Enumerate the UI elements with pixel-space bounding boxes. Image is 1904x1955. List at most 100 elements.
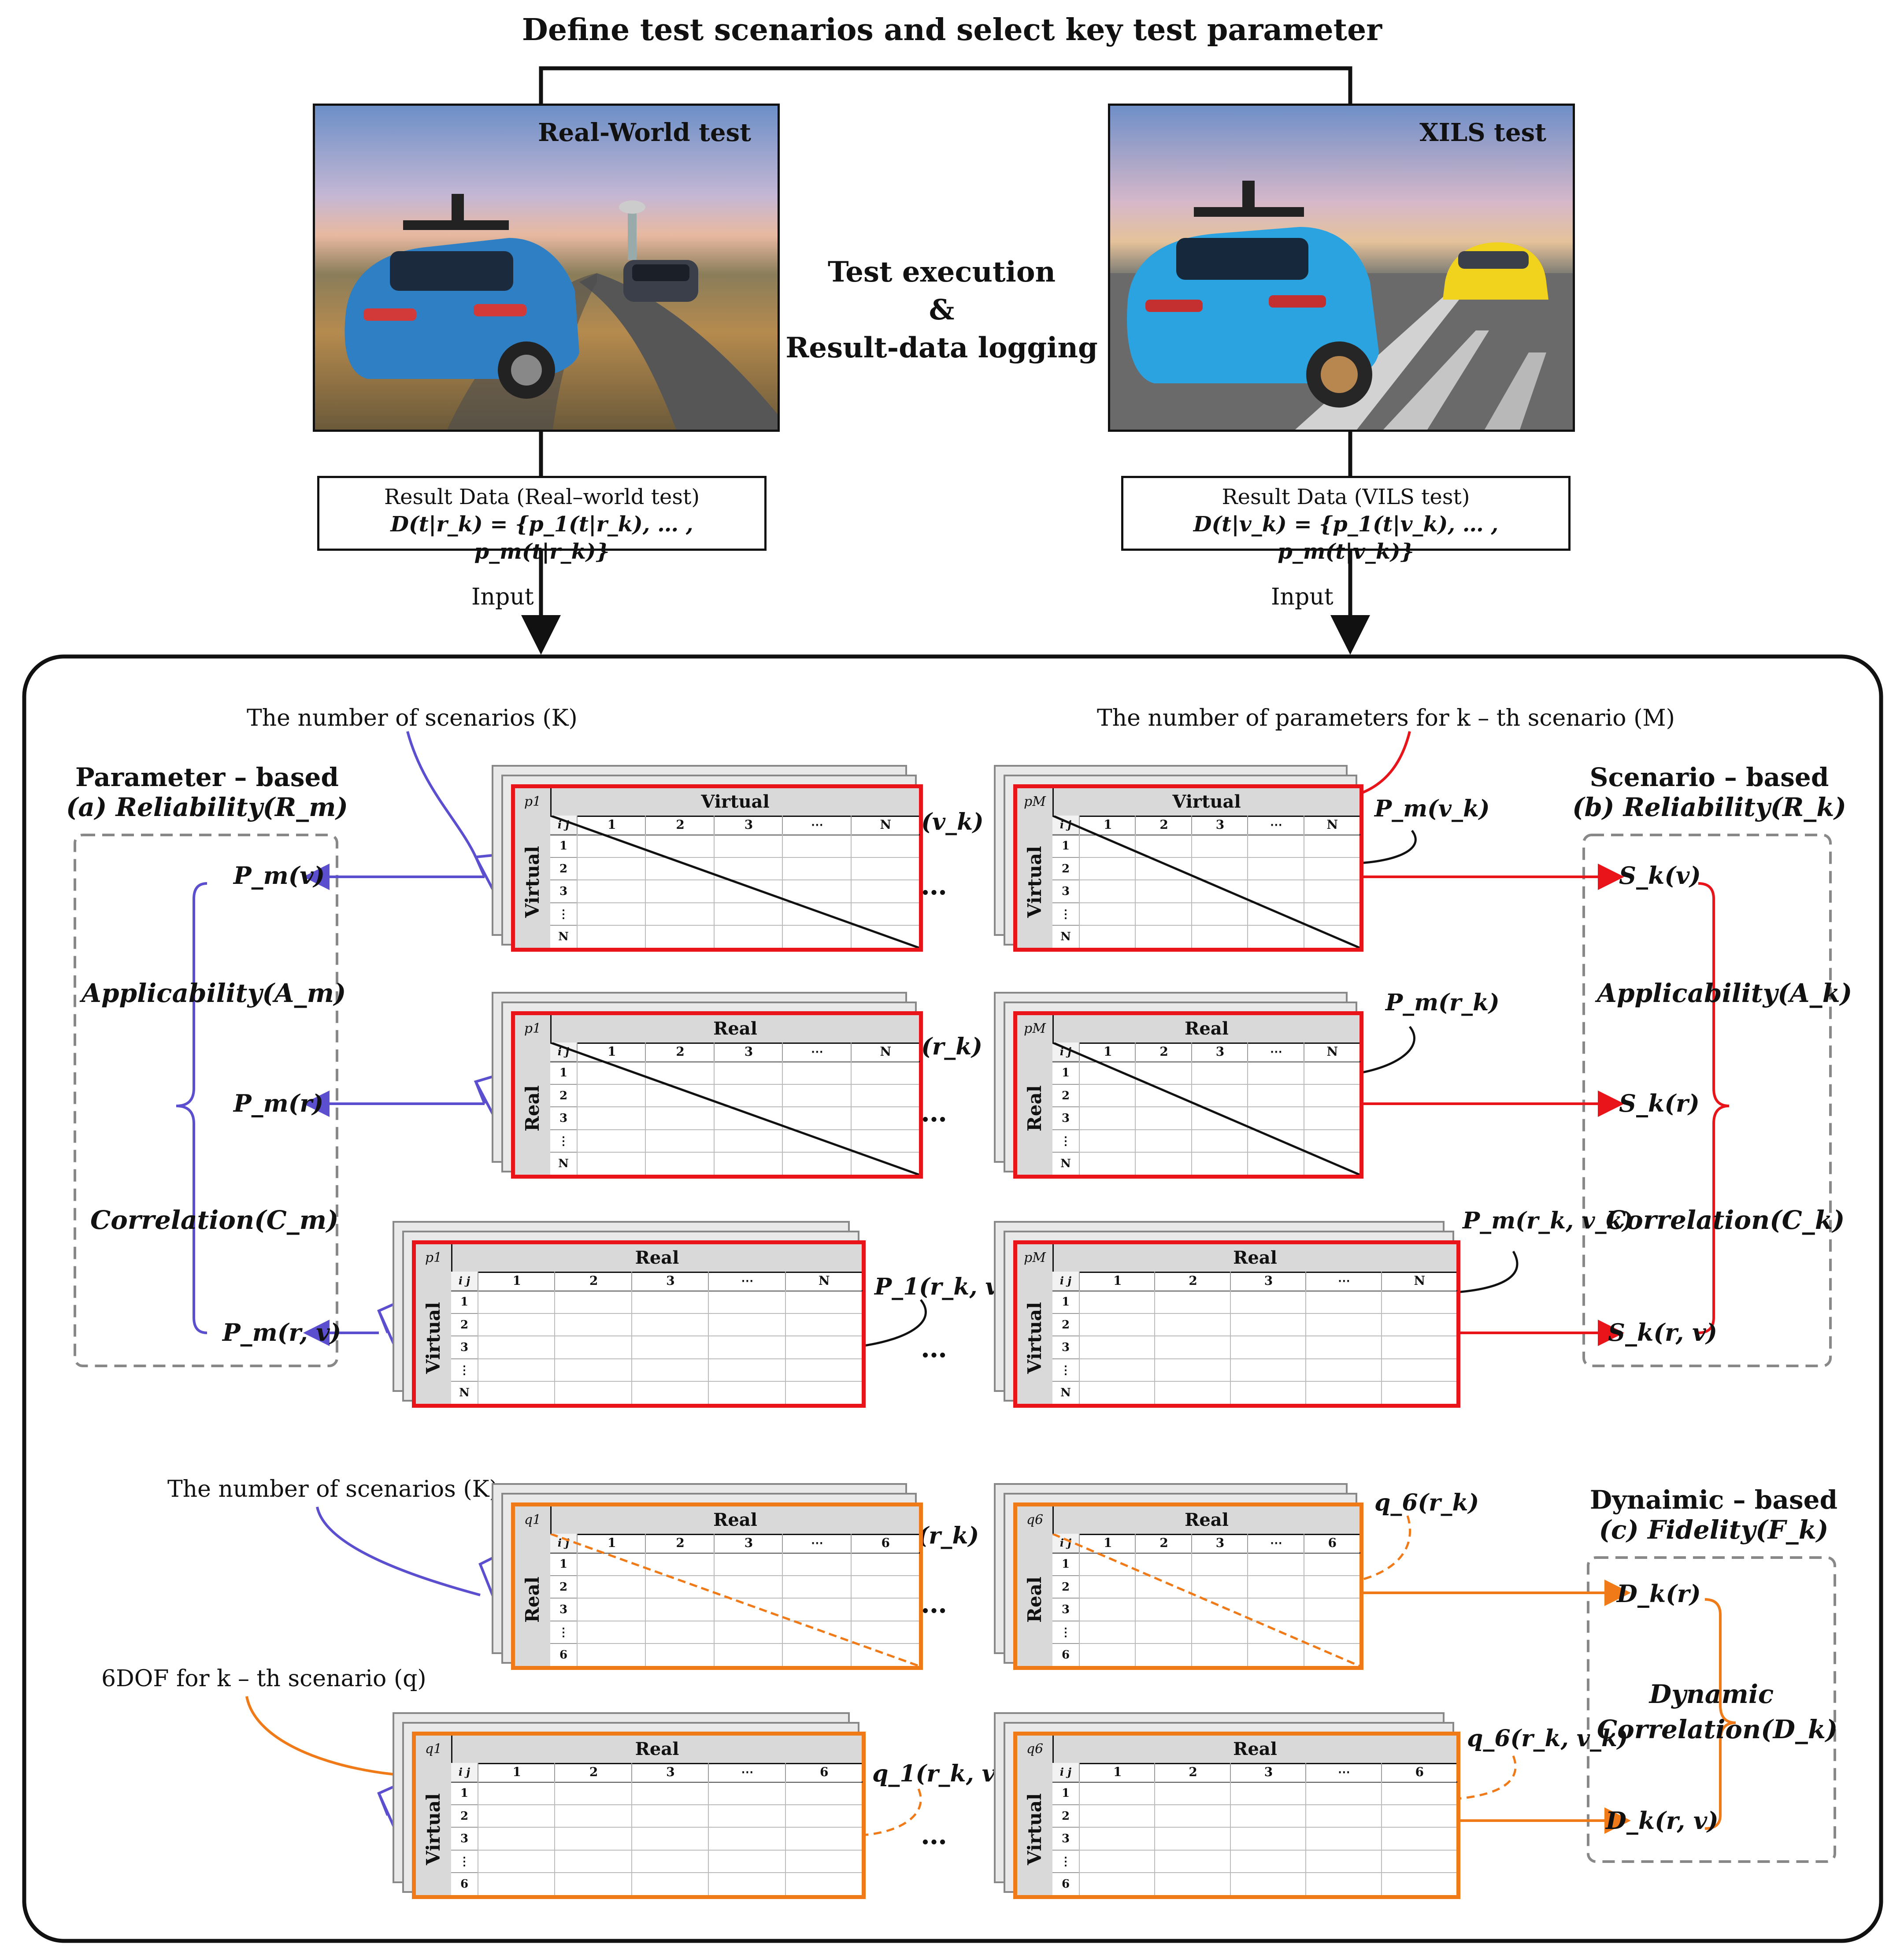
annotation-num-scenarios: The number of scenarios (K) <box>247 705 578 731</box>
matrix-cell <box>713 1598 782 1621</box>
matrix-cell <box>785 1358 862 1381</box>
matrix-cell <box>1079 925 1135 948</box>
matrix-cell <box>1191 1598 1248 1621</box>
right-panel-heading: Scenario – based (b) Reliability(R_k) <box>1564 762 1855 822</box>
matrix-cell <box>1135 902 1191 925</box>
matrix-cell <box>577 1643 645 1666</box>
matrix-cell <box>1079 1804 1155 1827</box>
row-header: 6 <box>1052 1643 1079 1667</box>
left-panel-border <box>74 834 338 1367</box>
matrix-cell <box>1305 1849 1381 1873</box>
matrix-cell <box>1079 1358 1155 1381</box>
matrix-cell <box>850 902 919 925</box>
matrix-cell <box>1381 1313 1456 1336</box>
scenario-curve-2 <box>316 1506 481 1596</box>
matrix-cell <box>1079 1290 1155 1313</box>
row-header: 2 <box>1052 1313 1079 1337</box>
left-brace <box>176 882 207 1334</box>
ellipsis-marker: … <box>921 1097 947 1128</box>
matrix-cell <box>554 1313 631 1336</box>
matrix-cell <box>713 834 782 857</box>
matrix-cell <box>1079 1575 1135 1598</box>
matrix-cell <box>1135 1106 1191 1129</box>
matrix-cell <box>1135 1061 1191 1084</box>
matrix-cell <box>782 925 851 948</box>
input-label-real: Input <box>471 584 534 610</box>
matrix-cell <box>1303 1106 1359 1129</box>
row-header: ⋮ <box>1052 1129 1079 1153</box>
row-header: 2 <box>550 857 577 881</box>
matrix-cell <box>1191 1575 1248 1598</box>
row-header: 1 <box>1052 1781 1079 1805</box>
table-title: Real <box>1052 1244 1456 1273</box>
matrix-cell <box>1247 1106 1304 1129</box>
matrix-cell <box>713 1575 782 1598</box>
matrix-cell <box>631 1781 708 1804</box>
row-group-label: Real <box>515 1534 550 1666</box>
matrix-cell <box>1154 1313 1230 1336</box>
matrix-cell <box>631 1335 708 1358</box>
matrix-cell <box>1303 1152 1359 1175</box>
column-header: 2 <box>554 1272 632 1291</box>
row-header: ⋮ <box>1052 902 1079 926</box>
applicability-ak: Applicability(A_k) <box>1597 978 1852 1008</box>
matrix-cell <box>782 1643 851 1666</box>
row-header: ⋮ <box>1052 1358 1079 1382</box>
matrix-cell <box>631 1358 708 1381</box>
matrix-cell <box>645 925 714 948</box>
matrix-cell <box>1303 1129 1359 1152</box>
matrix-cell <box>708 1313 785 1336</box>
matrix-cell <box>708 1290 785 1313</box>
row-header: 6 <box>451 1872 478 1896</box>
pm-v: P_m(v) <box>233 861 325 890</box>
result-data-vils: Result Data (VILS test) D(t|v_k) = {p_1(… <box>1121 476 1571 564</box>
row-header: ⋮ <box>1052 1849 1079 1873</box>
matrix-cell <box>782 834 851 857</box>
param-label: pM <box>1017 1244 1052 1272</box>
tag-q6-rk: q_6(r_k) <box>1374 1489 1479 1516</box>
car-icon <box>344 194 579 399</box>
matrix-cell <box>785 1849 862 1873</box>
matrix-cell <box>577 857 645 880</box>
test-execution-line2: & <box>929 293 955 326</box>
matrix-cell <box>631 1849 708 1873</box>
matrix-cell <box>782 1083 851 1107</box>
row-header: 3 <box>1052 1598 1079 1621</box>
matrix-cell <box>1135 834 1191 857</box>
column-header: 2 <box>1154 1272 1231 1291</box>
matrix-cell <box>785 1781 862 1804</box>
matrix-cell <box>577 834 645 857</box>
scenario-curve-1 <box>406 731 477 858</box>
ellipsis-marker: … <box>921 1820 947 1851</box>
dof-curve <box>245 1696 410 1777</box>
matrix-cell <box>1135 857 1191 880</box>
matrix-cell <box>785 1381 862 1404</box>
table-title: Virtual <box>1052 788 1359 817</box>
matrix-cell <box>1079 1620 1135 1643</box>
matrix-cell <box>1381 1290 1456 1313</box>
row-header: 3 <box>550 1106 577 1130</box>
matrix-cell <box>1191 1061 1248 1084</box>
matrix-cell <box>850 879 919 902</box>
column-header: 3 <box>631 1272 709 1291</box>
matrix-cell <box>850 857 919 880</box>
param-label: q6 <box>1017 1736 1052 1763</box>
fidelity-heading-1: Dynaimic – based <box>1589 1485 1838 1515</box>
correlation-cm: Correlation(C_m) <box>90 1205 339 1235</box>
matrix-cell <box>1230 1849 1306 1873</box>
diagonal-line <box>1052 1534 1359 1666</box>
matrix-cell <box>1230 1290 1306 1313</box>
matrix-cell <box>1191 1152 1248 1175</box>
param-label: p1 <box>515 1015 550 1042</box>
leader-pmrv <box>1440 1250 1519 1295</box>
matrix-cell <box>1303 1552 1359 1575</box>
matrix-cell <box>1154 1849 1230 1873</box>
tag-pm-rk-vk: P_m(r_k, v_k) <box>1463 1207 1634 1234</box>
result-data-vils-title: Result Data (VILS test) <box>1222 485 1470 509</box>
matrix-cell <box>554 1335 631 1358</box>
matrix-cell <box>1154 1804 1230 1827</box>
